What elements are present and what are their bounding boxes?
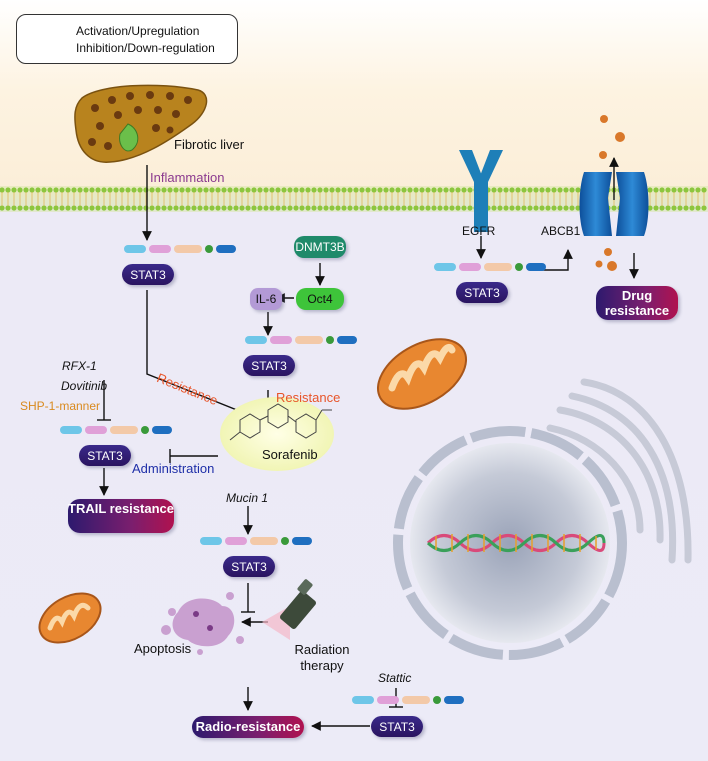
stat3-domain-segment (377, 696, 399, 704)
stat3-domain-segment (152, 426, 172, 434)
stat3-domain-segment (444, 696, 464, 704)
stat3-domain-segment (149, 245, 171, 253)
stat3-domain-segment (484, 263, 512, 271)
stat3-node: STAT3 (456, 282, 508, 303)
rfx1-label: RFX-1 (62, 359, 97, 373)
sorafenib-label: Sorafenib (262, 447, 318, 462)
radio-resistance-badge: Radio-resistance (192, 716, 304, 738)
pathway-arrows (97, 157, 639, 731)
stat3-node: STAT3 (243, 355, 295, 376)
stat3-domain-segment (281, 537, 289, 545)
fibrotic-liver-icon (74, 84, 208, 163)
stat3-domain-segment (245, 336, 267, 344)
stat3-domain-segment (85, 426, 107, 434)
mitochondrion-icon (38, 592, 102, 644)
il6-node: IL-6 (250, 288, 282, 310)
inflammation-label: Inflammation (150, 170, 225, 185)
abcb1-label: ABCB1 (541, 224, 581, 238)
legend-activation-label: Activation/Upregulation (76, 24, 200, 38)
stat3-domain-segment (124, 245, 146, 253)
drug-resistance-badge: Drug resistance (596, 286, 678, 320)
apoptotic-cell-icon (161, 592, 244, 655)
endoplasmic-reticulum-icon (546, 378, 692, 564)
stat3-domain-segment (459, 263, 481, 271)
legend-inhibition-label: Inhibition/Down-regulation (76, 41, 215, 55)
stat3-domain-segment (402, 696, 430, 704)
stat3-domain-segment (295, 336, 323, 344)
stat3-domain-segment (433, 696, 441, 704)
nucleus-icon (393, 426, 627, 660)
stat3-domain-segment (60, 426, 82, 434)
stat3-domain-segment (352, 696, 374, 704)
stat3-domain-segment (174, 245, 202, 253)
oct4-node: Oct4 (296, 288, 344, 310)
stat3-domain-segment (205, 245, 213, 253)
stat3-domain-segment (515, 263, 523, 271)
stattic-label: Stattic (378, 671, 412, 685)
fibrotic-liver-label: Fibrotic liver (174, 137, 245, 152)
mucin1-label: Mucin 1 (226, 491, 269, 505)
stat3-domain-segment (250, 537, 278, 545)
shp1-manner-label: SHP-1-manner (20, 399, 101, 413)
apoptosis-label: Apoptosis (134, 641, 192, 656)
stat3-domain-segment (141, 426, 149, 434)
stat3-domain-segment (526, 263, 546, 271)
dnmt3b-node: DNMT3B (294, 236, 346, 258)
stat3-domain-segment (337, 336, 357, 344)
stat3-node: STAT3 (223, 556, 275, 577)
stat3-domain-segment (434, 263, 456, 271)
egfr-label: EGFR (462, 224, 496, 238)
radiation-therapy-label: Radiation therapy (294, 642, 350, 673)
legend-box (16, 14, 238, 64)
stat3-node: STAT3 (122, 264, 174, 285)
stat3-node: STAT3 (371, 716, 423, 737)
stat3-domain-bars (60, 245, 546, 704)
stat3-domain-segment (270, 336, 292, 344)
radiation-device-icon (262, 579, 317, 640)
resistance-label: Resistance (276, 390, 341, 405)
stat3-domain-segment (326, 336, 334, 344)
dna-helix-icon (426, 534, 606, 552)
stat3-node: STAT3 (79, 445, 131, 466)
egfr-receptor-icon (459, 150, 503, 232)
stat3-domain-segment (200, 537, 222, 545)
administration-label: Administration (132, 461, 215, 476)
stat3-domain-segment (292, 537, 312, 545)
mitochondrion-icon (376, 338, 468, 410)
trail-resistance-badge: TRAIL resistance (68, 499, 174, 533)
abcb1-pump-icon (579, 172, 649, 236)
stat3-domain-segment (110, 426, 138, 434)
stat3-domain-segment (216, 245, 236, 253)
sorafenib-molecule-icon (220, 397, 334, 471)
drug-particles-icon (595, 115, 625, 271)
stat3-domain-segment (225, 537, 247, 545)
dovitinib-label: Dovitinib (61, 379, 108, 393)
